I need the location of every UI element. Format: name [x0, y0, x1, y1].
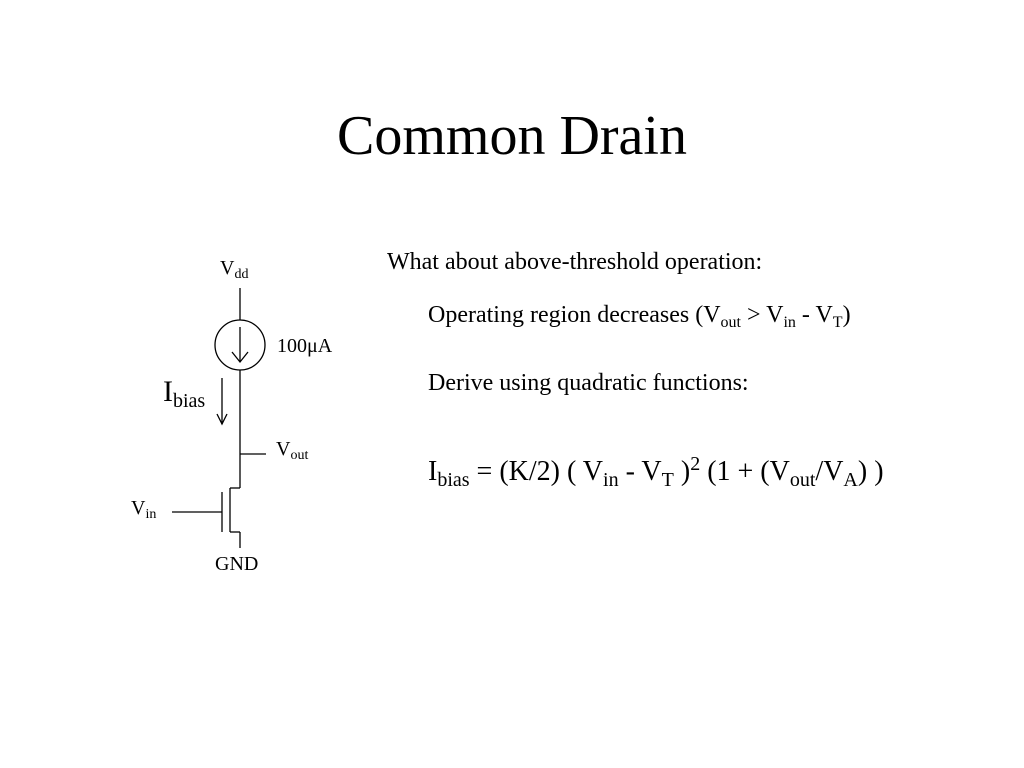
gnd-label: GND [215, 553, 259, 575]
nmos-transistor-symbol [221, 487, 241, 548]
text-heading: What about above-threshold operation: [387, 249, 763, 275]
vdd-label: Vdd [220, 257, 249, 282]
current-source-arrow-icon [231, 327, 249, 364]
ibias-equation: Ibias = (K/2) ( Vin - VT )2 (1 + (Vout/V… [428, 453, 884, 491]
ibias-label: Ibias [163, 375, 206, 412]
slide-title: Common Drain [337, 105, 687, 167]
current-value-label: 100μA [277, 335, 333, 357]
vout-label: Vout [276, 438, 309, 463]
text-derive: Derive using quadratic functions: [428, 370, 749, 396]
text-operating-region: Operating region decreases (Vout > Vin -… [428, 302, 851, 331]
ibias-arrow-icon [216, 378, 228, 426]
vin-label: Vin [131, 497, 157, 522]
